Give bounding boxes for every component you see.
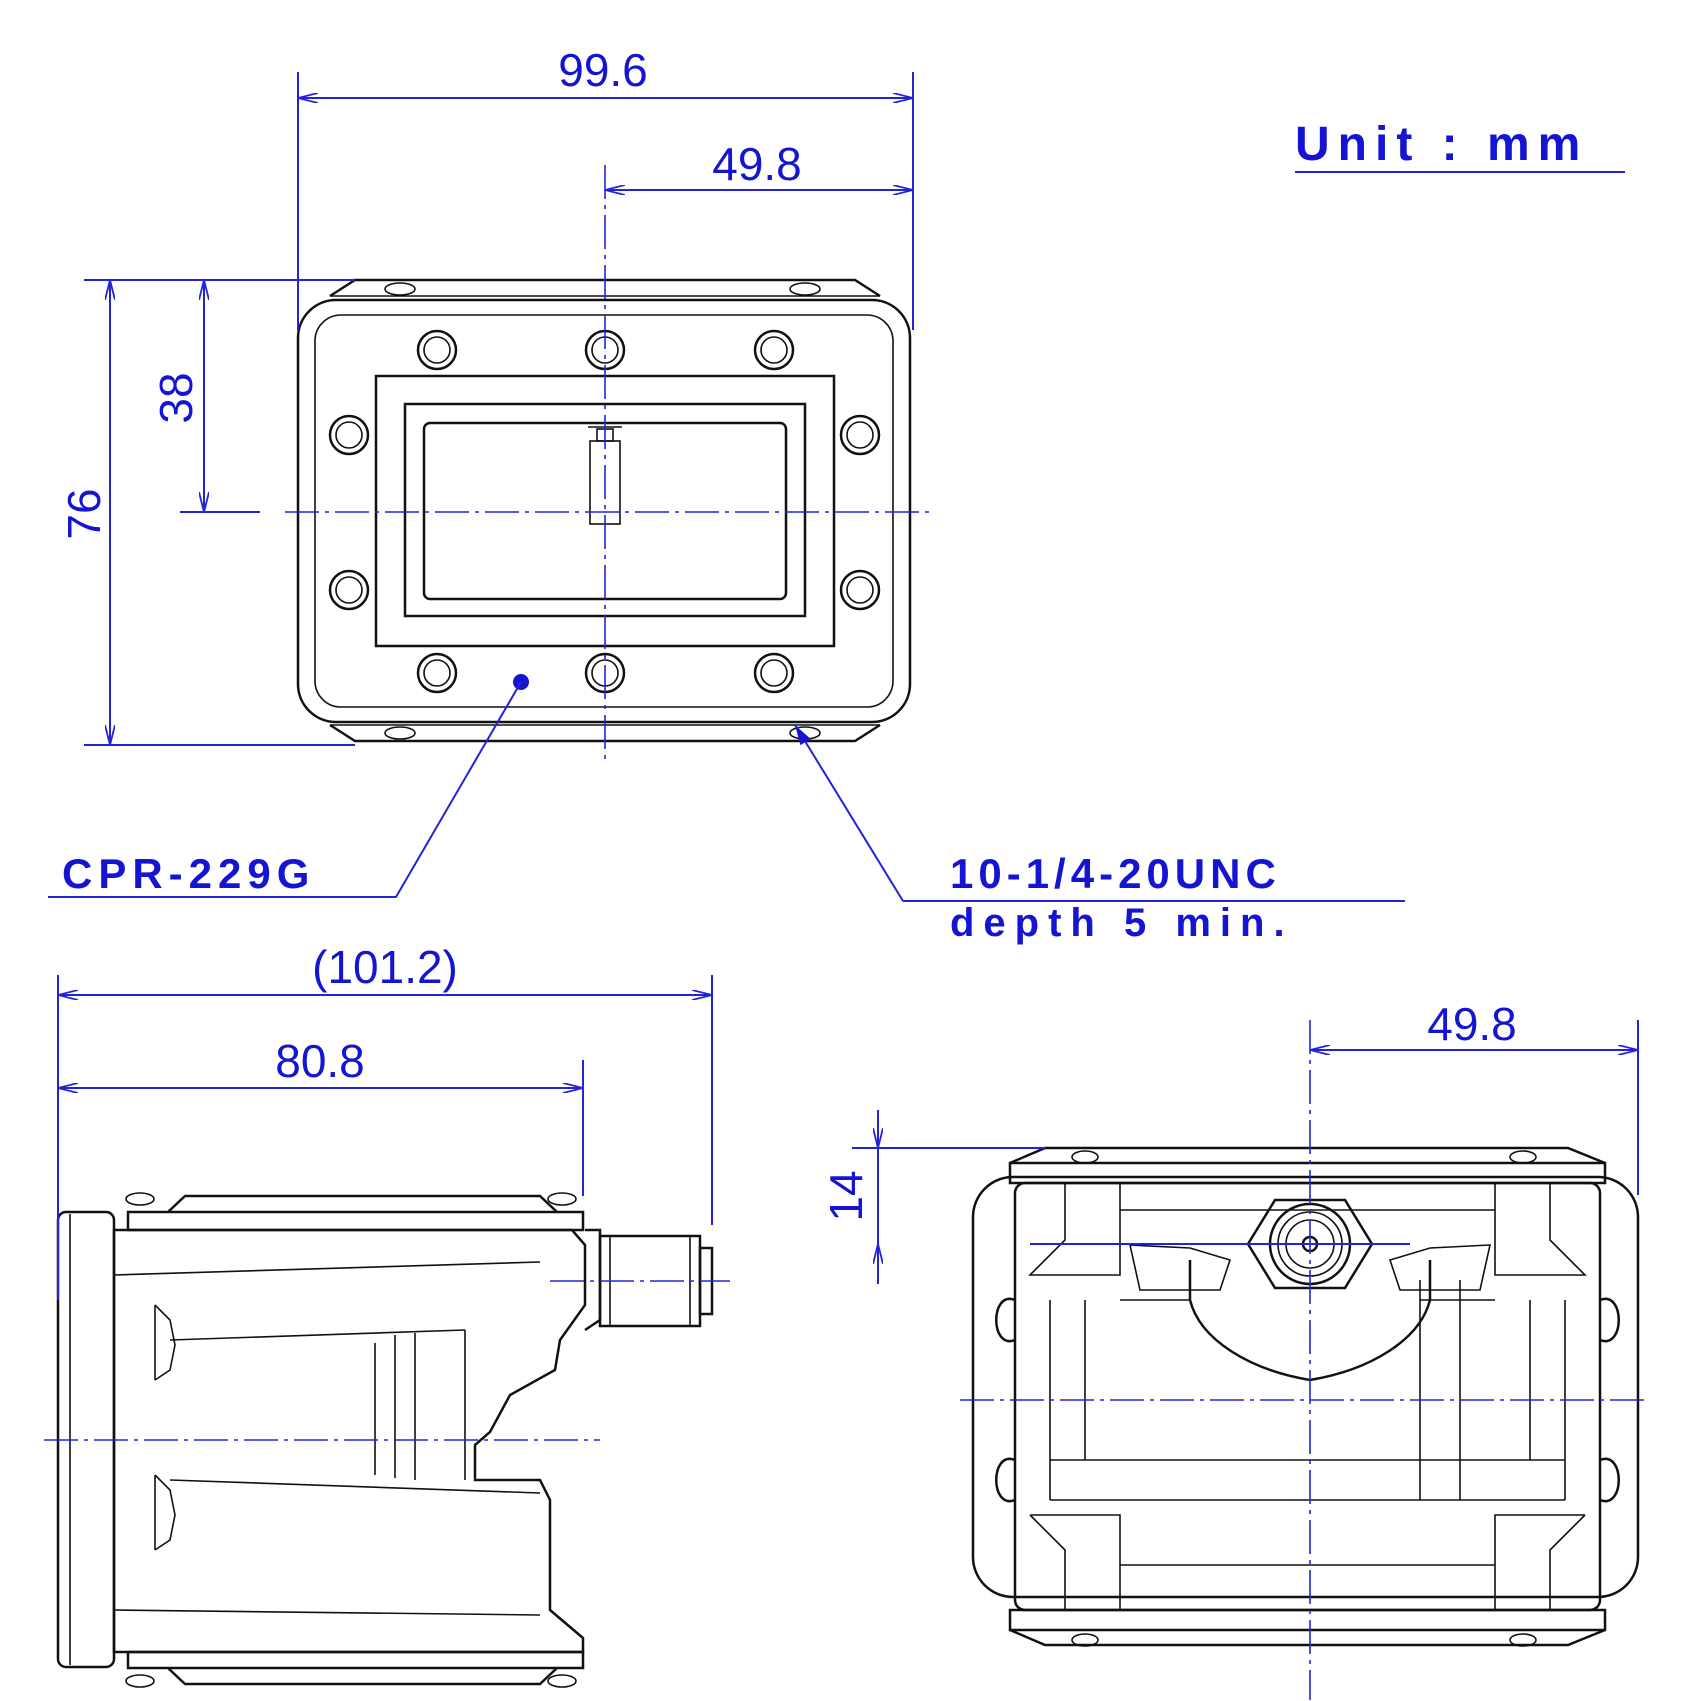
flange-callout: CPR-229G [62, 850, 315, 897]
dim-connector-offset: 14 [820, 1170, 872, 1221]
dim-width-total: 99.6 [558, 44, 648, 96]
rear-view: 49.8 14 [820, 998, 1650, 1700]
dim-width-half: 49.8 [712, 138, 802, 190]
unit-note: Unit : mm [1295, 118, 1625, 173]
dim-rear-width-half: 49.8 [1427, 998, 1517, 1050]
unit-label: Unit : mm [1295, 118, 1588, 171]
dim-height-total: 76 [58, 488, 110, 539]
thread-depth-callout: depth 5 min. [950, 901, 1294, 945]
front-view: 99.6 49.8 76 38 [48, 44, 1405, 902]
side-view: (101.2) 80.8 [44, 941, 730, 1688]
bolt-holes [328, 329, 881, 694]
thread-callout: 10-1/4-20UNC [950, 850, 1281, 897]
dim-height-half: 38 [150, 372, 202, 423]
dim-length-overall: (101.2) [312, 941, 458, 993]
callouts: CPR-229G 10-1/4-20UNC depth 5 min. [62, 850, 1294, 945]
dim-length-body: 80.8 [275, 1035, 365, 1087]
